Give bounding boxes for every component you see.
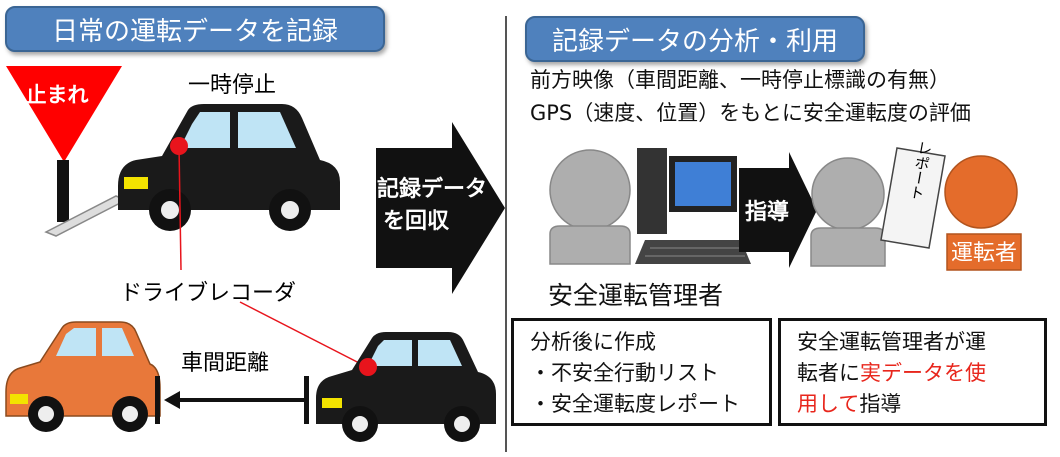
left-section-header: 日常の運転データを記録 <box>5 6 385 52</box>
distance-arrowhead <box>164 391 180 409</box>
stop-sign-icon: 止まれ <box>6 66 122 222</box>
stop-sign-text: 止まれ <box>26 83 89 107</box>
left-section-header-text: 日常の運転データを記録 <box>51 16 338 47</box>
black-car-bottom-icon <box>316 332 496 442</box>
evaluation-line2: GPS（速度、位置）をもとに安全運転度の評価 <box>530 101 971 125</box>
right-illustration: 指導 レポート 運転者 <box>549 139 1022 271</box>
recorder-dot-bottom <box>359 358 377 376</box>
left-illustration: 止まれ 一時停止 ドライブレコーダ 車間距離 <box>5 66 505 442</box>
guidance-box-line2-highlight: 実データを使 <box>860 361 986 385</box>
driver-label: 運転者 <box>951 241 1017 266</box>
recorder-callout-line-bottom <box>239 301 366 367</box>
collect-arrow-line2: を回収 <box>383 209 450 234</box>
collect-arrow-line1: 記録データ <box>377 176 487 202</box>
report-paper-icon: レポート <box>880 139 946 249</box>
distance-marker-right <box>304 376 309 424</box>
black-car-icon <box>118 104 340 231</box>
manager-person-guiding-icon <box>810 157 886 267</box>
collect-data-arrow: 記録データ を回収 <box>376 122 505 294</box>
manager-label: 安全運転管理者 <box>548 281 724 310</box>
computer-icon <box>635 148 751 264</box>
analysis-box: 分析後に作成 ・不安全行動リスト ・安全運転度レポート <box>511 318 772 426</box>
guidance-box-line1: 安全運転管理者が運 <box>797 330 986 354</box>
right-section-header: 記録データの分析・利用 <box>525 16 865 62</box>
driver-person-icon: 運転者 <box>944 155 1022 271</box>
guidance-box-line3: 用して指導 <box>797 389 1044 420</box>
distance-marker-left <box>155 376 160 424</box>
guidance-box-line3-highlight: 用して <box>797 392 860 416</box>
manager-person-icon <box>549 149 631 265</box>
guidance-arrow-text: 指導 <box>745 199 789 225</box>
analysis-box-title: 分析後に作成 <box>530 330 656 354</box>
analysis-item-unsafe-list: ・不安全行動リスト <box>530 361 719 385</box>
guidance-arrow: 指導 <box>739 152 817 268</box>
guidance-box: 安全運転管理者が運 転者に実データを使 用して指導 <box>778 318 1047 426</box>
section-divider <box>505 16 507 452</box>
guidance-box-line2-plain: 転者に <box>797 361 860 385</box>
recorder-callout-line-top <box>178 145 182 271</box>
distance-label: 車間距離 <box>181 351 269 376</box>
stop-label: 一時停止 <box>188 73 276 98</box>
guidance-box-line2: 転者に実データを使 <box>797 358 1044 389</box>
guidance-box-line3-plain: 指導 <box>859 392 902 416</box>
evaluation-line1: 前方映像（車間距離、一時停止標識の有無） <box>530 68 950 92</box>
right-section-header-text: 記録データの分析・利用 <box>551 26 838 57</box>
recorder-label: ドライブレコーダ <box>120 281 296 306</box>
analysis-item-report: ・安全運転度レポート <box>530 392 740 416</box>
orange-car-icon <box>5 321 161 432</box>
